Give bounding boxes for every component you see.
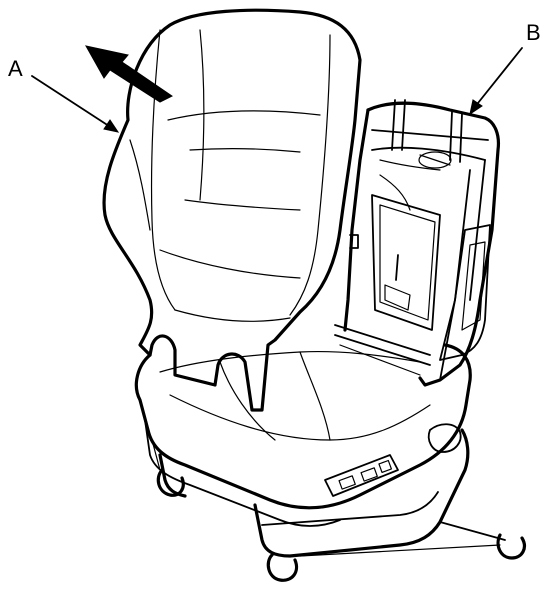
leader-arrowhead-a (103, 119, 120, 133)
arrow-icon (85, 45, 173, 103)
seat-cushion (134, 343, 472, 527)
seat-back-cover (102, 8, 362, 412)
leader-line-b (473, 47, 523, 109)
leader-arrowhead-b (469, 99, 483, 116)
seat-frame-base (156, 423, 526, 582)
leader-line-a (31, 75, 113, 129)
callout-a: A (8, 56, 120, 133)
seat-back-frame (334, 99, 501, 387)
callout-b: B (469, 20, 541, 116)
callout-a-label: A (8, 56, 23, 81)
callout-b-label: B (526, 20, 541, 45)
